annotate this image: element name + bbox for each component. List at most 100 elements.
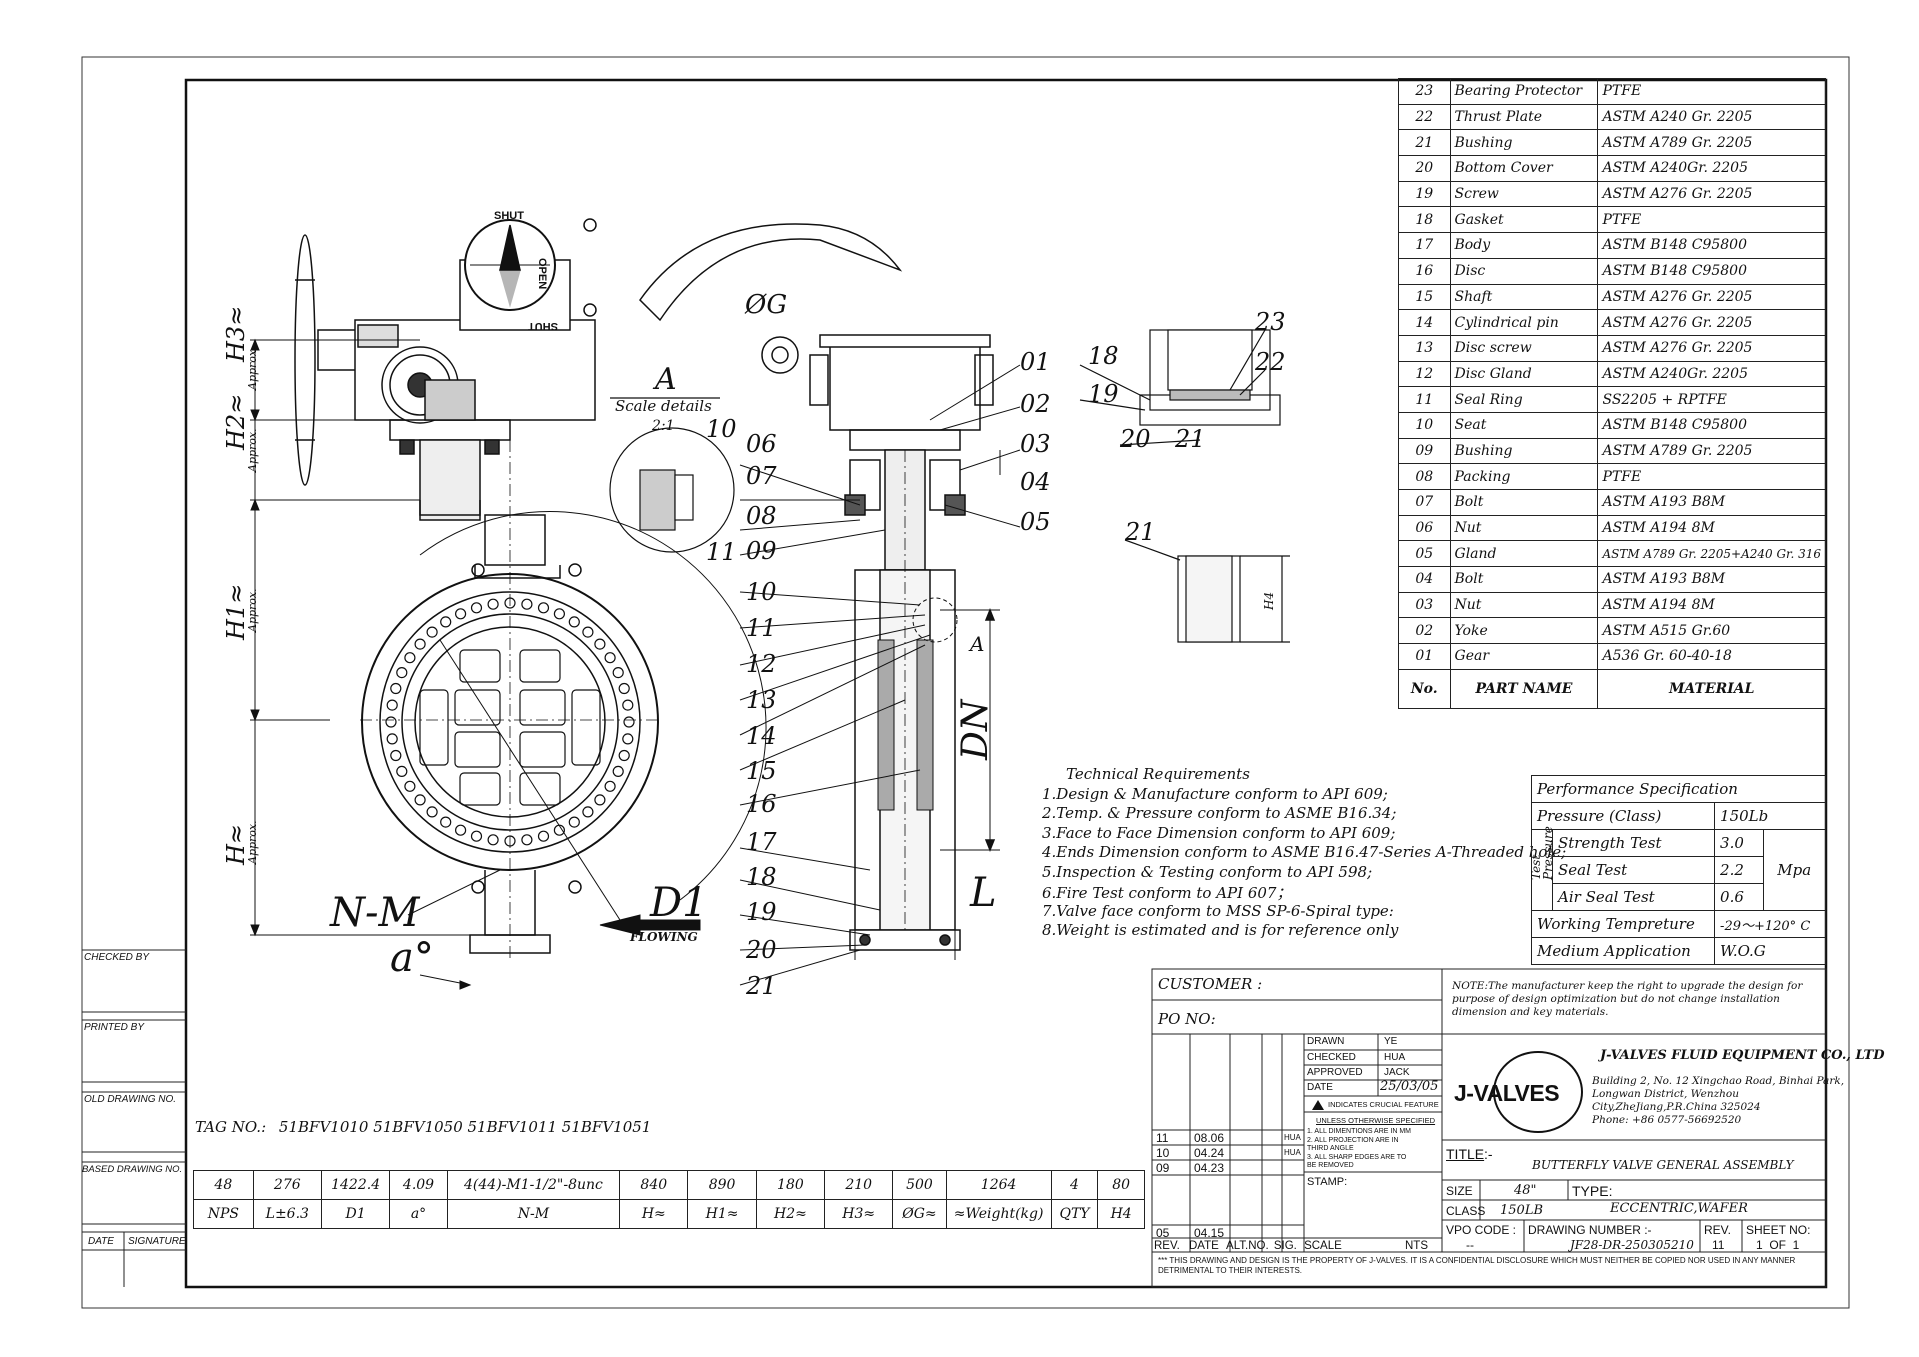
dim-value: 4.09 xyxy=(389,1170,448,1200)
bolt-hole xyxy=(622,699,634,711)
size-value: 48" xyxy=(1514,1183,1537,1198)
rev-value: 11 xyxy=(1712,1238,1725,1252)
rev-10-sig: HUA xyxy=(1284,1148,1301,1157)
class-value: 150LB xyxy=(1500,1203,1543,1218)
dim-header: NPS xyxy=(193,1199,254,1229)
po-label: PO NO: xyxy=(1158,1010,1216,1028)
dim-nm: N-M xyxy=(330,890,420,936)
bom-no: 23 xyxy=(1398,78,1451,105)
bolt-hole xyxy=(440,616,452,628)
bom-no: 01 xyxy=(1398,643,1451,670)
address-line: Phone: +86 0577-56692520 xyxy=(1592,1114,1742,1126)
bom-material: ASTM B148 C95800 xyxy=(1597,411,1826,439)
callout-22: 22 xyxy=(1255,348,1286,376)
callout-15: 15 xyxy=(746,757,777,785)
perf-air-label: Air Seal Test xyxy=(1551,883,1716,911)
bom-no: 02 xyxy=(1398,617,1451,645)
bom-material: ASTM A276 Gr. 2205 xyxy=(1597,283,1826,311)
techreq-item: 1.Design & Manufacture conform to API 60… xyxy=(1042,784,1388,803)
dim-header: L±6.3 xyxy=(252,1199,322,1229)
title-label: TITLE xyxy=(1446,1146,1485,1162)
bolt-hole xyxy=(390,682,402,695)
outer-border xyxy=(81,56,1850,1309)
section-a-mark: A xyxy=(970,632,985,656)
vpo-value: -- xyxy=(1466,1238,1474,1252)
techreq-item: 3.Face to Face Dimension conform to API … xyxy=(1042,823,1396,842)
dim-header: H4 xyxy=(1097,1199,1145,1229)
callout-12: 12 xyxy=(746,650,777,678)
bom-no: 20 xyxy=(1398,155,1451,182)
bom-material: ASTM A194 8M xyxy=(1597,514,1826,542)
callout-02: 02 xyxy=(1020,390,1051,418)
bom-no: 10 xyxy=(1398,411,1451,439)
drawing-title: BUTTERFLY VALVE GENERAL ASSEMBLY xyxy=(1532,1158,1794,1172)
bom-no: 18 xyxy=(1398,206,1451,234)
bom-part: Seal Ring xyxy=(1449,386,1599,413)
checked-label: CHECKED xyxy=(1307,1052,1356,1063)
bolt-hole xyxy=(568,616,580,628)
scale-ratio-label: 2:1 xyxy=(652,418,675,434)
bom-material: ASTM A194 8M xyxy=(1597,591,1826,619)
bolt-hole xyxy=(537,602,550,614)
spec-note: 2. ALL PROJECTION ARE IN xyxy=(1307,1136,1399,1144)
class-label: CLASS xyxy=(1446,1204,1486,1218)
bolt-hole xyxy=(521,834,533,846)
bom-material: ASTM A789 Gr. 2205+A240 Gr. 316 xyxy=(1597,540,1826,568)
bolt-hole xyxy=(426,626,438,638)
bom-material: ASTM A276 Gr. 2205 xyxy=(1597,334,1826,362)
spec-note: 1. ALL DIMENTIONS ARE IN MM xyxy=(1307,1128,1411,1135)
callout-leaders xyxy=(739,364,1021,986)
size-label: SIZE xyxy=(1446,1184,1473,1198)
date-value: 25/03/05 xyxy=(1380,1079,1439,1094)
dim-l: L xyxy=(970,870,997,916)
rev-05: 05 xyxy=(1156,1226,1170,1240)
side-view xyxy=(639,223,1000,960)
side-blocks xyxy=(82,949,186,1287)
spec-note: BE REMOVED xyxy=(1307,1162,1354,1169)
drawn-label: DRAWN xyxy=(1307,1036,1345,1047)
technical-requirements: Technical Requirements 1.Design & Manufa… xyxy=(1042,765,1566,941)
bolt-hole xyxy=(455,608,467,620)
rev-09: 09 xyxy=(1156,1161,1170,1175)
dim-h4: H4 xyxy=(1262,591,1276,610)
bolt-hole xyxy=(618,682,630,695)
detail-a xyxy=(609,397,735,553)
bolt-hole xyxy=(582,806,594,818)
address-line: Building 2, No. 12 Xingchao Road, Binhai… xyxy=(1592,1075,1845,1087)
dim-h3-approx: Approx. xyxy=(246,346,259,390)
bom-material: ASTM A193 B8M xyxy=(1597,489,1826,516)
bolt-hole xyxy=(396,666,408,679)
indicator-shut-top: SHUT xyxy=(494,210,524,222)
dim-h1-approx: Approx. xyxy=(246,588,259,632)
bom-material: ASTM A789 Gr. 2205 xyxy=(1597,437,1826,465)
indicator-shut-bottom: SHUT xyxy=(528,320,558,332)
bolt-hole xyxy=(404,652,416,664)
bom-no: 07 xyxy=(1398,489,1451,516)
bom-part: Bolt xyxy=(1449,489,1599,516)
tag-label: TAG NO.: xyxy=(195,1118,267,1136)
callout-11: 11 xyxy=(746,614,777,642)
perf-temp-label: Working Tempreture xyxy=(1530,910,1716,938)
dim-value: 890 xyxy=(687,1170,757,1200)
callout-04: 04 xyxy=(1020,468,1051,496)
bom-material: A536 Gr. 60-40-18 xyxy=(1597,643,1826,670)
stamp-label: STAMP: xyxy=(1307,1176,1348,1188)
dim-value: 276 xyxy=(252,1170,322,1200)
bolt-hole xyxy=(504,835,516,847)
callout-21: 21 xyxy=(746,972,777,1000)
bom-no: 08 xyxy=(1398,463,1451,490)
bom-part: Bolt xyxy=(1449,566,1599,593)
side-old-drawing: OLD DRAWING NO. xyxy=(84,1094,177,1105)
bom-part: Disc Gland xyxy=(1449,360,1599,388)
bom-part: Nut xyxy=(1449,591,1599,619)
dim-og: ØG xyxy=(745,290,788,320)
bom-no: 13 xyxy=(1398,334,1451,362)
rev-10: 10 xyxy=(1156,1146,1170,1160)
